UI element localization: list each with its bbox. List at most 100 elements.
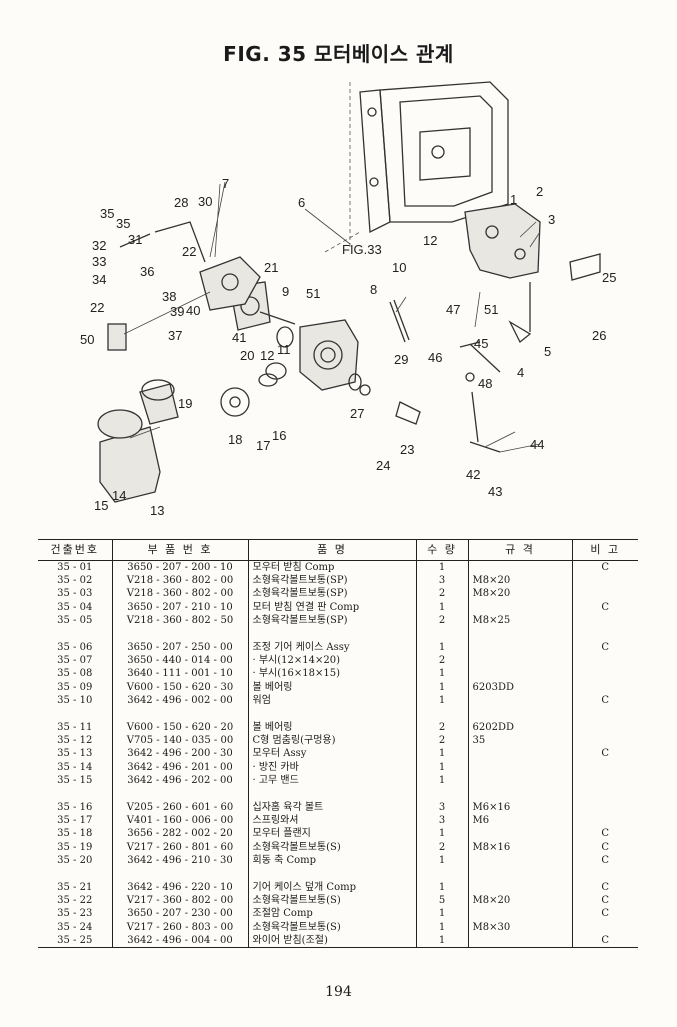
spacer-cell	[111, 787, 248, 802]
quantity-cell: 1	[415, 907, 468, 921]
item-no-cell: 35 - 15	[57, 774, 93, 786]
item-no-cell: 35 - 12	[57, 735, 93, 747]
part-number-cell: V217 - 260 - 803 - 00	[111, 920, 248, 934]
part-number-cell: 3642 - 496 - 220 - 10	[111, 881, 248, 895]
spacer-cell	[467, 787, 572, 802]
quantity-cell: 3	[415, 801, 468, 815]
item-no-cell: 35 - 20	[57, 854, 93, 866]
part-number-cell: 3642 - 496 - 202 - 00	[111, 773, 248, 788]
part-number-cell: 3650 - 207 - 210 - 10	[111, 600, 248, 614]
part-number-cell: V218 - 360 - 802 - 00	[111, 587, 248, 601]
item-no-cell: 35 - 22	[57, 895, 93, 907]
remark-cell	[571, 587, 638, 601]
remark-cell	[571, 613, 638, 628]
spec-cell	[467, 827, 572, 841]
part-number-cell: V217 - 260 - 801 - 60	[111, 840, 248, 854]
callout: 25	[602, 270, 616, 285]
part-name-cell: 소형육각볼트보통(S)	[247, 920, 416, 934]
header-part-no: 부 품 번 호	[111, 539, 248, 561]
remark-cell	[571, 773, 638, 788]
page-title: FIG. 35 모터베이스 관계	[223, 42, 454, 66]
callout: 5	[544, 344, 551, 359]
spec-cell: M8×20	[467, 574, 572, 588]
part-name-cell: 모우터 받침 Comp	[247, 560, 416, 575]
quantity-cell: 1	[415, 641, 468, 655]
callout: 20	[240, 348, 254, 363]
callout: 18	[228, 432, 242, 447]
item-no-cell: 35 - 25	[38, 933, 112, 949]
callout: 3	[548, 212, 555, 227]
part-name-cell: 모터 받침 연결 판 Comp	[247, 600, 416, 614]
part-name-cell: 볼 베어링	[247, 721, 416, 735]
spec-cell	[467, 853, 572, 868]
callout-numbers: FIG.33 1 2 3 4 5 6 7 8 9 10 11 12 12 13 …	[80, 176, 616, 518]
part-name-cell: · 부시(12×14×20)	[247, 654, 416, 668]
part-name-cell: 모우터 Assy	[247, 747, 416, 761]
part-name-cell: 조절암 Comp	[247, 907, 416, 921]
quantity-cell: 1	[415, 600, 468, 614]
callout: 30	[198, 194, 212, 209]
header-remark: 비 고	[571, 539, 638, 561]
part-number-cell: 3642 - 496 - 210 - 30	[111, 853, 248, 868]
part-number-cell: V600 - 150 - 620 - 20	[111, 721, 248, 735]
item-no-cell: 35 - 23	[57, 908, 93, 920]
remark-cell	[571, 680, 638, 694]
quantity-cell: 1	[415, 827, 468, 841]
callout: 4	[517, 365, 524, 380]
quantity-cell: 1	[415, 667, 468, 681]
spacer-cell	[247, 707, 416, 722]
spec-cell	[467, 933, 572, 949]
callout: 12	[260, 348, 274, 363]
group-spacer	[38, 787, 638, 802]
adjust-arm-bracket	[119, 221, 261, 311]
part-name-cell: 기어 케이스 덮개 Comp	[247, 881, 416, 895]
quantity-cell: 2	[415, 654, 468, 668]
part-number-cell: 3650 - 207 - 200 - 10	[111, 560, 248, 575]
callout: 37	[168, 328, 182, 343]
part-name-cell: C형 멈춤링(구멍용)	[247, 734, 416, 748]
item-no-cell: 35 - 03	[57, 588, 93, 600]
callout: 51	[306, 286, 320, 301]
quantity-cell: 1	[415, 680, 468, 694]
callout: 22	[90, 300, 104, 315]
part-name-cell: 워엄	[247, 693, 416, 708]
part-number-cell: V705 - 140 - 035 - 00	[111, 734, 248, 748]
table-header-row: 건출번호 부 품 번 호 품 명 수 량 규 격 비 고	[38, 539, 638, 561]
spec-cell: M6×16	[467, 801, 572, 815]
callout: 11	[277, 342, 291, 357]
callout: 29	[394, 352, 408, 367]
spacer-cell	[38, 627, 112, 641]
spacer-cell	[415, 627, 468, 642]
callout: 42	[466, 467, 480, 482]
remark-cell: C	[571, 881, 638, 895]
callout: 19	[178, 396, 192, 411]
remark-cell: C	[571, 933, 638, 949]
callout: 9	[282, 284, 289, 299]
remark-cell: C	[571, 641, 638, 655]
spec-cell	[467, 881, 572, 895]
callout: 1	[510, 192, 517, 207]
spec-cell: M8×25	[467, 613, 572, 628]
remark-cell	[571, 760, 638, 774]
callout: 16	[272, 428, 286, 443]
part-number-cell: V205 - 260 - 601 - 60	[111, 801, 248, 815]
spec-cell	[467, 760, 572, 774]
spec-cell	[467, 654, 572, 668]
item-no-cell: 35 - 21	[57, 882, 93, 894]
quantity-cell: 1	[415, 881, 468, 895]
